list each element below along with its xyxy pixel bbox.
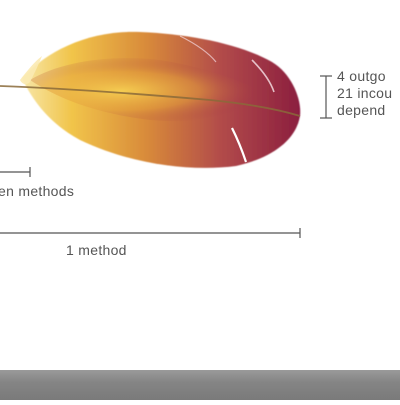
left-measure-line [0, 167, 31, 177]
dependency-annotation: 4 outgo 21 incou depend [337, 68, 392, 119]
textured-ground-strip [0, 370, 400, 400]
feather-fluff [20, 56, 42, 85]
feather-slit [231, 127, 248, 163]
feather [0, 31, 301, 168]
dependency-line-depend: depend [337, 102, 386, 118]
bottom-measure-line [0, 228, 301, 238]
dependency-line-outgoing: 4 outgo [337, 68, 386, 84]
dependency-bracket [320, 75, 332, 119]
feather-slit [251, 59, 275, 93]
dependency-line-incoming: 21 incou [337, 85, 393, 101]
left-measure-label: en methods [0, 183, 75, 199]
bottom-measure-label: 1 method [66, 242, 127, 258]
feather-core-glow [30, 58, 290, 122]
feather-slit [179, 35, 217, 63]
feather-rachis [0, 85, 301, 117]
